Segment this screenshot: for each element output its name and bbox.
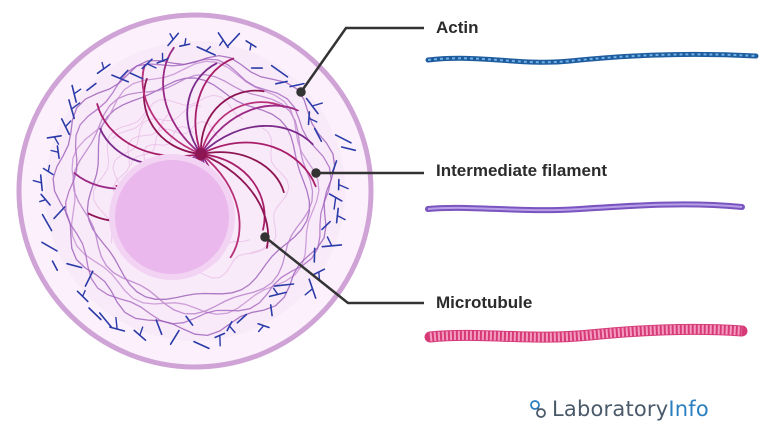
actin-branch [183, 38, 187, 46]
actin-filament [41, 213, 53, 232]
actin-filament [289, 82, 305, 88]
actin-branch [39, 198, 47, 203]
actin-branch [101, 61, 105, 70]
cell [16, 12, 374, 370]
actin-branch [218, 39, 224, 46]
actin-branch [146, 63, 157, 69]
actin-branch [81, 289, 86, 298]
actin-branch [47, 164, 51, 173]
microtubule-filament [200, 125, 314, 155]
actin-branch [139, 326, 144, 336]
actin-leader-line [299, 26, 424, 93]
intermediate-filament-strand [93, 108, 148, 244]
actin-filament [155, 319, 163, 336]
intermediate-filament-strand [130, 121, 219, 166]
microtubule-filament [200, 141, 317, 188]
actin-filament [98, 312, 113, 328]
intermediate-filament-ring [52, 54, 336, 337]
actin-filament [88, 307, 102, 321]
microtubule-filament [200, 101, 286, 155]
actin-branch [115, 316, 118, 330]
actin-branch [228, 325, 236, 334]
if-leader-dot [311, 168, 321, 178]
actin-branch [169, 33, 174, 41]
microtubule-filament [200, 153, 266, 231]
microtubule-filament [194, 57, 235, 155]
microtubule-filament [162, 46, 202, 155]
actin-network [32, 32, 357, 350]
logo-text-part1: Laboratory [552, 397, 669, 421]
actin-filament [193, 340, 210, 350]
actin-branch [333, 196, 337, 210]
actin-filament [66, 262, 83, 269]
actin-filament [313, 127, 323, 142]
intermediate-filament-ring [72, 73, 314, 315]
actin-filament [185, 315, 194, 326]
actin-branch [257, 325, 265, 333]
actin-branch [249, 43, 252, 51]
actin-filament [331, 160, 338, 175]
actin-filament [273, 283, 295, 287]
actin-branch [311, 102, 323, 107]
leader-lines [260, 26, 424, 305]
intermediate-filament-ring [65, 58, 332, 325]
actin-leader-dot [296, 87, 306, 97]
actin-filament [236, 313, 248, 324]
microscope-molecule-icon [530, 400, 546, 418]
intermediate-filament-strand [250, 127, 290, 254]
actin-branch [53, 136, 60, 145]
actin-filament [274, 80, 288, 85]
actin-branch [304, 288, 314, 296]
actin-filament [53, 206, 66, 220]
microtubule-sample [424, 323, 748, 343]
laboratoryinfo-logo: LaboratoryInfo [528, 394, 709, 424]
actin-filament [84, 270, 94, 287]
actin-filament [270, 64, 289, 78]
actin-branch [32, 179, 43, 184]
actin-filament [41, 241, 58, 252]
actin-sample [425, 51, 759, 65]
actin-branch [205, 46, 212, 52]
intermediate-filament-strand [112, 104, 201, 189]
mt-leader-line [264, 236, 424, 305]
microtubule-filament [141, 64, 202, 155]
actin-branch [70, 102, 81, 110]
microtubule-filament [200, 153, 241, 259]
microtubule-filament [200, 89, 265, 155]
actin-branch [326, 236, 333, 247]
microtubule-filament [200, 151, 285, 193]
microtubule-filament [200, 104, 299, 155]
intermediate-filament-label: Intermediate filament [436, 161, 607, 180]
logo-text: LaboratoryInfo [552, 397, 709, 421]
actin-filament [169, 329, 180, 346]
actin-branch [50, 149, 59, 153]
actin-branch [336, 214, 346, 221]
actin-branch [119, 69, 129, 80]
nucleus [109, 154, 235, 280]
actin-filament [340, 146, 357, 152]
actin-branch [64, 120, 72, 128]
actin-filament [269, 304, 273, 317]
actin-label: Actin [436, 18, 479, 37]
actin-filament [51, 260, 59, 272]
actin-filament [334, 134, 352, 144]
microtubule-filament [186, 62, 218, 155]
actin-branch [272, 287, 279, 296]
microtubule-filament [143, 78, 202, 155]
centrosome [195, 148, 207, 160]
actin-branch [338, 183, 349, 190]
actin-filament [86, 82, 97, 92]
mt-leader-dot [260, 232, 270, 242]
actin-filament [321, 220, 332, 231]
microtubule-label: Microtubule [436, 293, 533, 312]
logo-text-part2: Info [668, 397, 709, 421]
actin-branch [73, 88, 82, 95]
intermediate-filament-sample [425, 201, 745, 214]
actin-filament [129, 72, 144, 80]
actin-branch [308, 117, 318, 123]
actin-filament [227, 32, 241, 47]
